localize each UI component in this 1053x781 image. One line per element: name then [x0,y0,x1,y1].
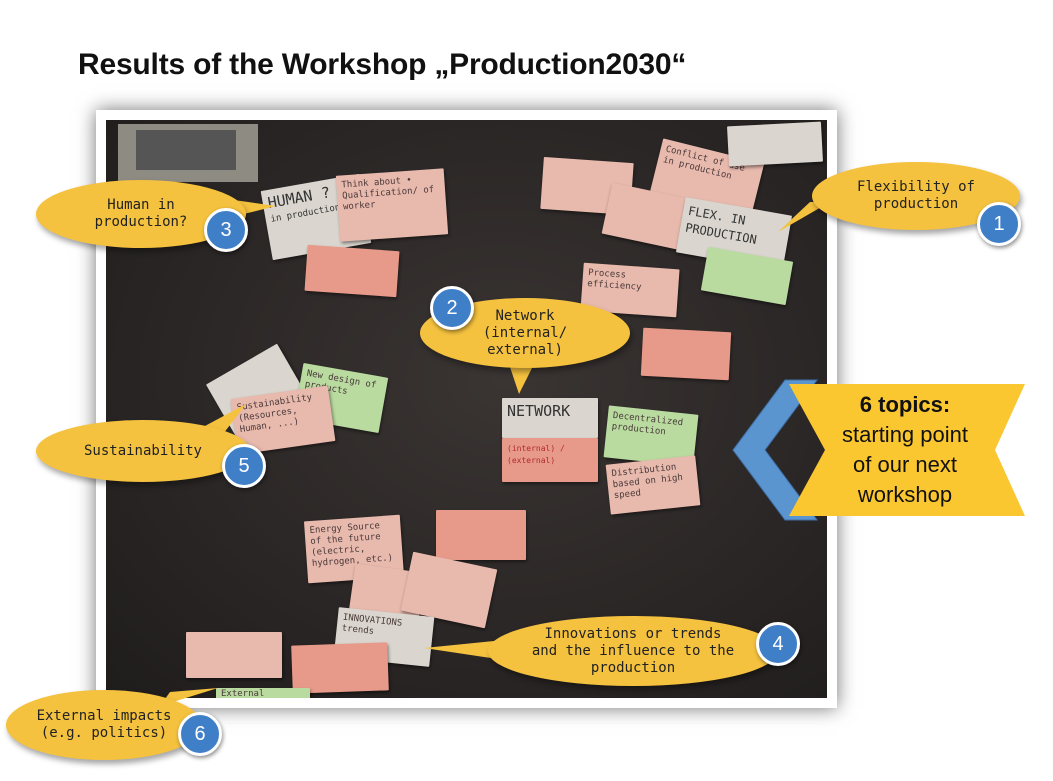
banner-line-4: workshop [857,482,953,507]
callout-5-number: 5 [222,444,266,488]
card-network-sub: (internal) / (external) [502,438,598,482]
callout-network: Network (internal/ external) [420,298,630,368]
card-production [436,510,526,560]
card-network: NETWORK [502,398,598,438]
card-ext-2 [291,642,389,694]
callout-1-tail [778,202,830,232]
callout-external-text: External impacts (e.g. politics) [36,708,172,741]
card-network-pink: Distribution based on high speed [605,455,701,515]
callout-4-tail [424,640,504,660]
page-title: Results of the Workshop „Production2030“ [78,48,687,81]
banner-line-1: 6 topics: [859,392,951,417]
callout-sustainability-text: Sustainability [83,442,202,459]
callout-external: External impacts (e.g. politics) [6,690,202,760]
chevron-left-icon [732,379,818,521]
callout-innovations-text: Innovations or trends and the influence … [531,625,735,676]
card-top-4 [727,121,823,167]
callout-3-number: 3 [204,208,248,252]
callout-flexibility-text: Flexibility of production [856,179,975,212]
banner-shape [789,384,1025,516]
callout-2-number: 2 [430,286,474,330]
card-ext-1 [186,632,282,678]
topics-banner-graphic [732,379,1025,521]
banner-line-3: of our next [853,452,957,477]
banner-line-2: starting point [842,422,968,447]
card-mid-right [640,327,732,381]
card-external: External impacts [216,688,310,698]
callout-sustainability: Sustainability [36,420,250,482]
card-blank-1 [304,244,400,298]
callout-4-number: 4 [756,622,800,666]
topics-banner: 6 topics: starting point of our next wor… [820,390,990,510]
callout-6-number: 6 [178,712,222,756]
callout-innovations: Innovations or trends and the influence … [488,616,778,686]
callout-1-number: 1 [977,202,1021,246]
board-poster [118,124,258,182]
callout-network-text: Network (internal/ external) [482,307,568,358]
callout-human-text: Human in production? [94,197,188,230]
card-qualification: Think about • Qualification/ of worker [335,168,449,242]
